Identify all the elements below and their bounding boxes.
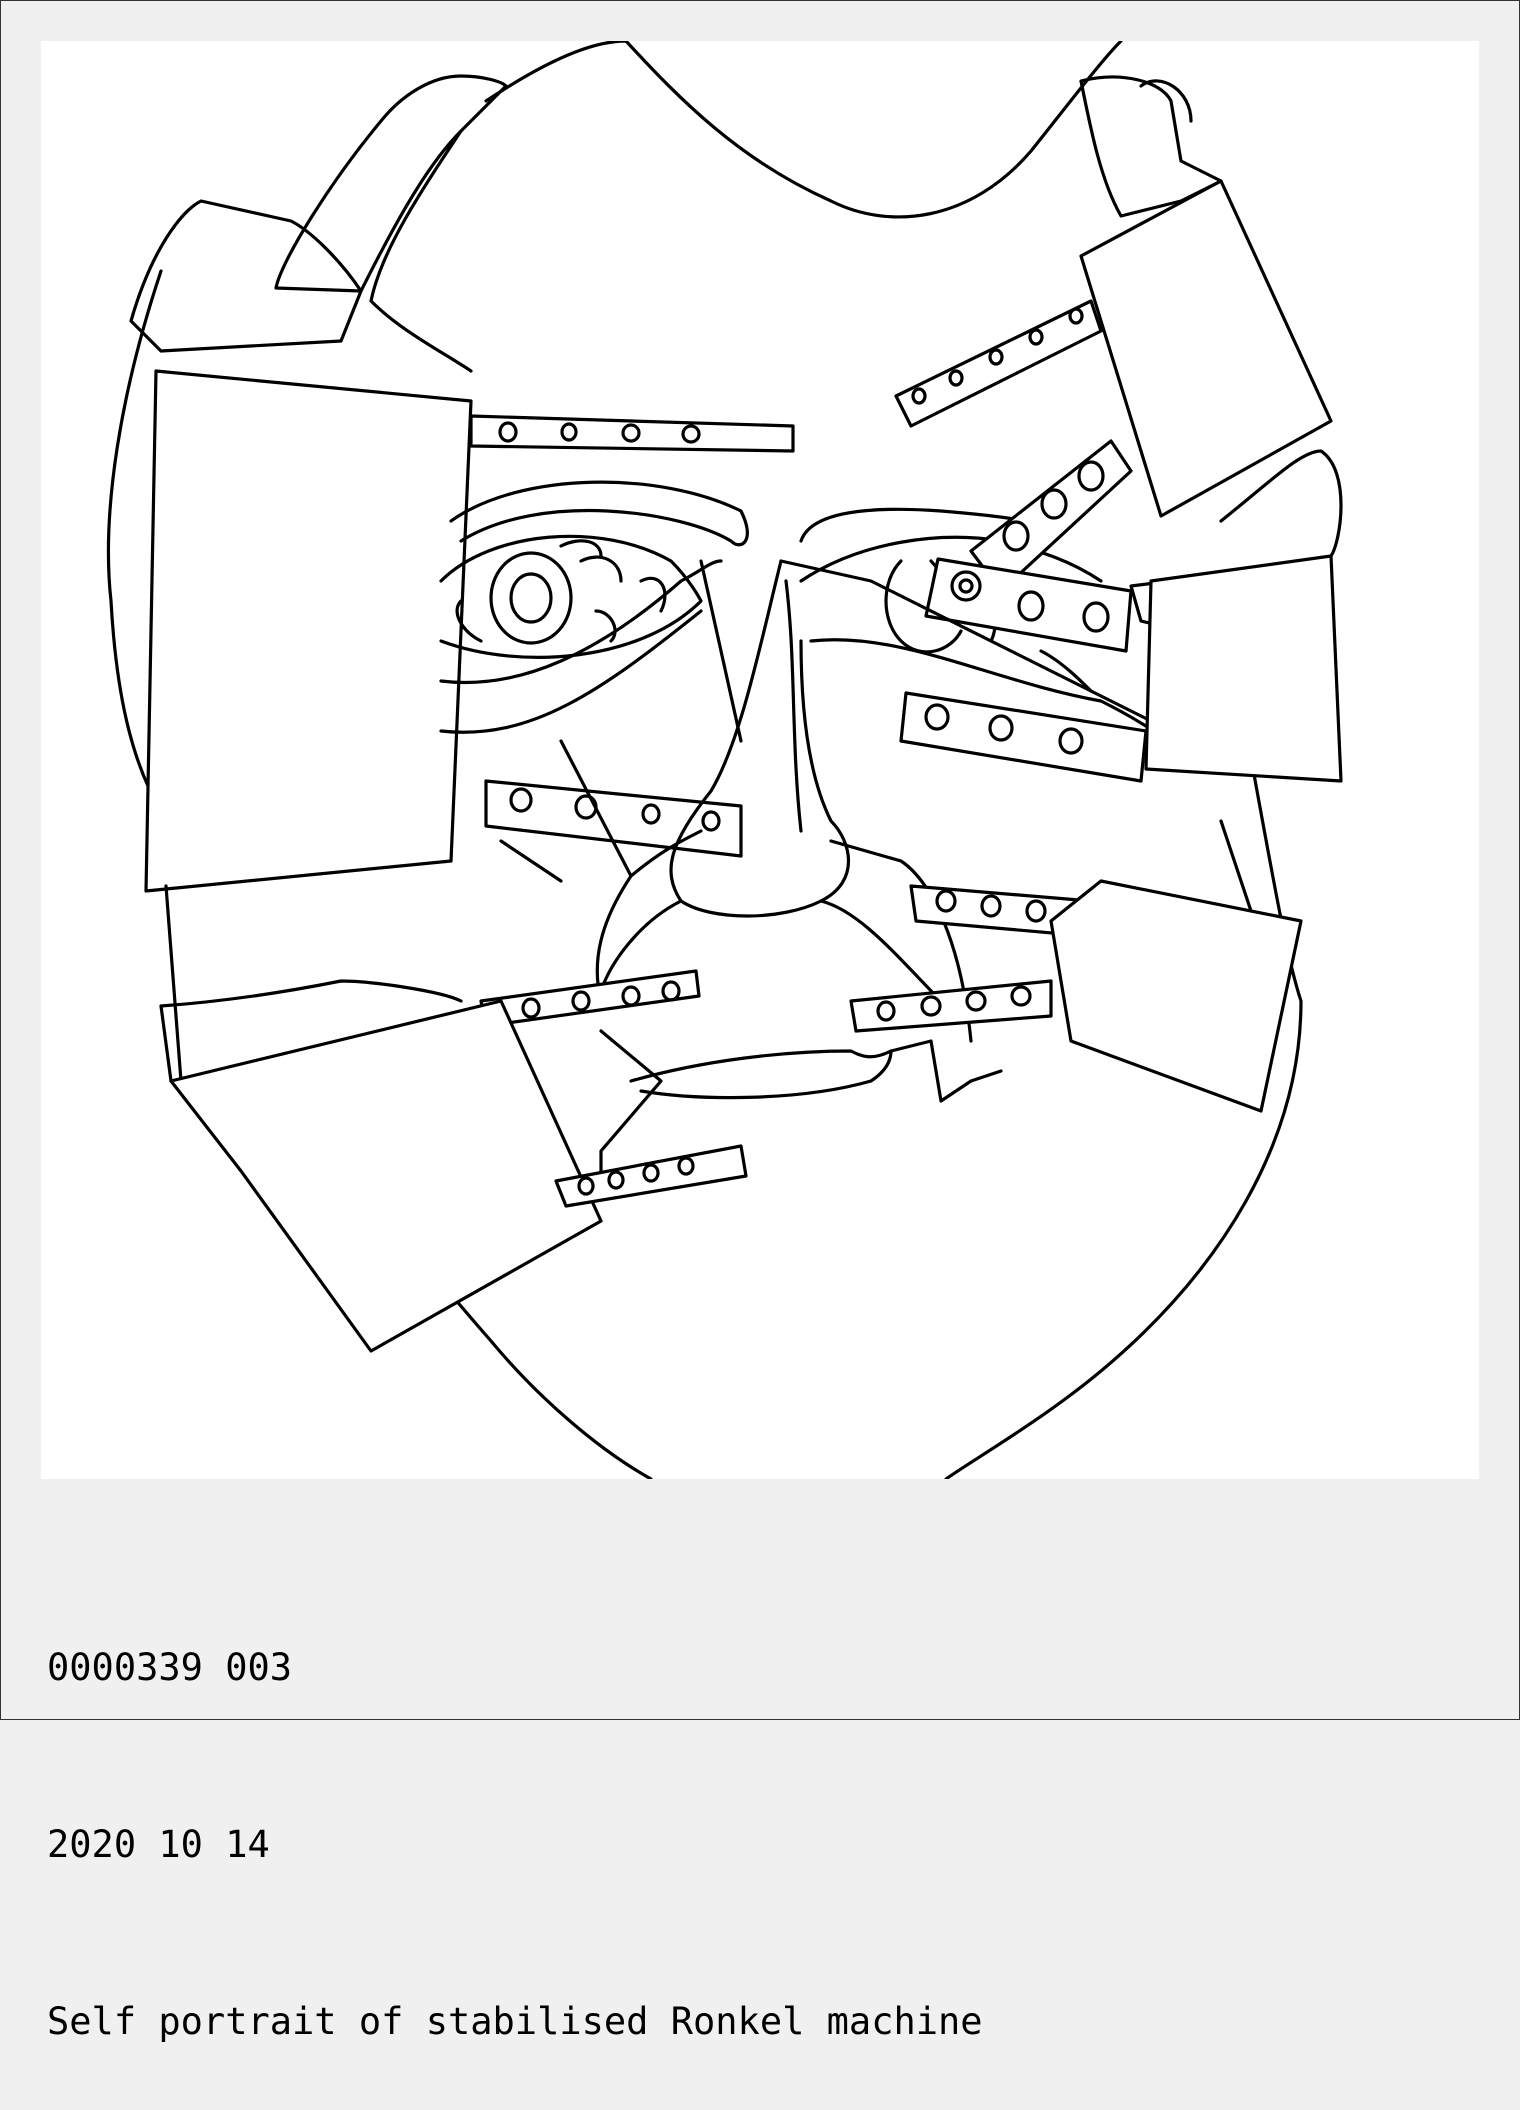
rivet (621, 985, 641, 1007)
rivet (607, 1170, 625, 1190)
right-mid-block (1144, 554, 1343, 783)
left-lower-eye-strap (484, 779, 743, 858)
rivet (1077, 460, 1105, 492)
left-iris-outer (489, 551, 573, 645)
rivet (560, 422, 578, 442)
eye-lens-inner (958, 578, 974, 594)
rivet (521, 997, 541, 1019)
rivet (701, 810, 721, 832)
left-temple-block (129, 199, 363, 353)
rivet (1002, 520, 1030, 552)
rivet (571, 990, 591, 1012)
right-jaw-block (1049, 879, 1303, 1113)
drawing-canvas (41, 41, 1479, 1479)
rivet (920, 995, 942, 1017)
left-cheek-lines (439, 559, 743, 743)
caption-id: 0000339 003 (47, 1646, 293, 1689)
line-drawing-illustration (106, 41, 1343, 1479)
right-side-panel (1219, 449, 1343, 558)
left-iris-inner (509, 572, 553, 624)
rivet (935, 889, 957, 913)
rivet (642, 1163, 660, 1183)
left-eye-socket (449, 480, 749, 547)
rivet (911, 387, 927, 405)
rivet (641, 803, 661, 825)
rivet (1017, 590, 1045, 622)
rivet (621, 423, 641, 443)
rivet (924, 703, 950, 731)
left-large-panel (144, 369, 473, 893)
left-lower-block-top (159, 979, 463, 1083)
rivet (1068, 307, 1084, 325)
rivet (1040, 488, 1068, 520)
right-jaw-line (1219, 819, 1253, 913)
left-eye-gear (455, 539, 667, 643)
rivet (1025, 899, 1047, 923)
rivet (661, 980, 681, 1002)
rivet (681, 424, 701, 444)
chin-strap (554, 1144, 748, 1208)
rivet (1058, 727, 1084, 755)
rivet (677, 1156, 695, 1176)
right-top-block (1079, 75, 1223, 218)
mouth-corners (599, 1029, 1003, 1173)
left-eye-shape (439, 534, 703, 659)
right-lower-eye-strap (899, 691, 1148, 783)
rivet (988, 348, 1004, 366)
nose-cheek-lines (499, 739, 973, 1043)
rivet (1082, 601, 1110, 633)
caption: 0000339 003 2020 10 14 Self portrait of … (47, 1520, 983, 2110)
rivet (980, 894, 1002, 918)
nose (669, 559, 850, 918)
head-outline (106, 41, 1303, 1479)
rivet (988, 714, 1014, 742)
right-eye-strap (924, 557, 1133, 653)
rivet (577, 1176, 595, 1196)
right-cheek-strap (849, 979, 1053, 1033)
eye-lens-outer (950, 570, 982, 602)
rivet (1010, 985, 1032, 1007)
right-upper-block (1079, 179, 1333, 518)
rivet (1028, 328, 1044, 346)
left-panel-edge (164, 884, 183, 1083)
left-brow-strap (469, 414, 795, 453)
rivet (948, 369, 964, 387)
left-lower-block (169, 999, 603, 1353)
rivet (509, 787, 533, 813)
forehead-block-left (274, 74, 508, 373)
rivet (876, 1000, 896, 1022)
nose-base-lines (599, 899, 943, 1003)
rivet (965, 990, 987, 1012)
caption-title: Self portrait of stabilised Ronkel machi… (47, 2000, 983, 2043)
rivet (498, 421, 518, 443)
mouth-upper (629, 1049, 893, 1083)
mouth-lower (639, 1049, 893, 1100)
caption-date: 2020 10 14 (47, 1823, 270, 1866)
